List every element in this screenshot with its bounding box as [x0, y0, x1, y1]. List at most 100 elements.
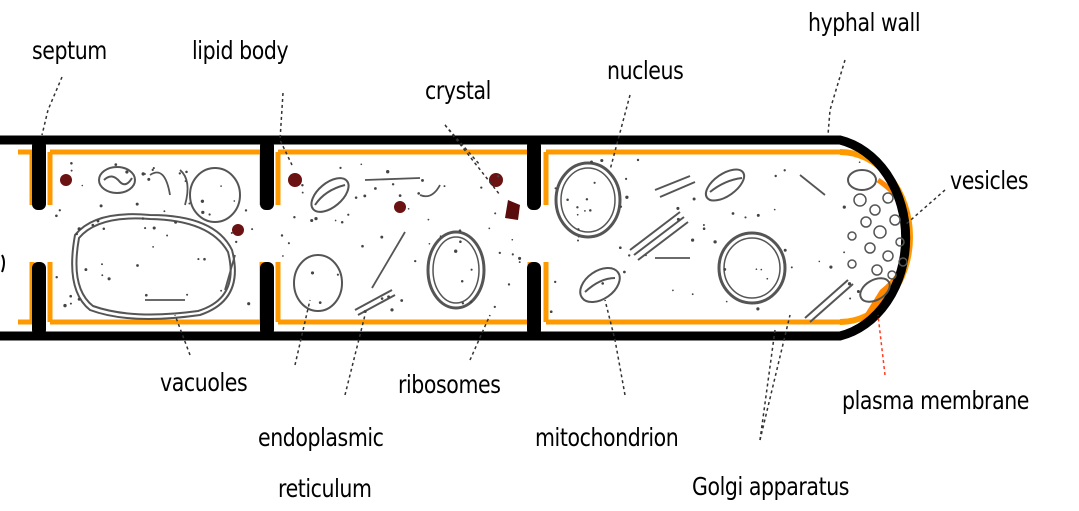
ribosome-dot [784, 249, 787, 252]
ribosome-dot [69, 295, 72, 298]
ribosome-dot [203, 258, 206, 261]
ribosome-dot [201, 211, 204, 214]
ribosome-dot [578, 236, 580, 238]
ribosome-dot [147, 178, 150, 181]
label-mitochondrion: mitochondrion [535, 425, 678, 450]
ribosome-dot [166, 235, 168, 237]
ribosome-dot [245, 209, 247, 211]
ribosome-dot [341, 221, 344, 224]
ribosome-dot [310, 219, 313, 222]
ribosome-dot [508, 283, 510, 285]
label-septum: septum [32, 38, 107, 63]
ribosome-dot [108, 277, 111, 280]
label-lipid-body: lipid body [192, 38, 288, 63]
ribosome-dot [857, 290, 860, 293]
label-reticulum: reticulum [278, 476, 372, 501]
ribosome-dot [197, 258, 199, 260]
ribosome-dot [314, 217, 317, 220]
ribosome-dot [311, 271, 314, 274]
ribosome-dot [480, 186, 482, 188]
ribosome-dot [390, 308, 393, 311]
ribosome-dot [692, 293, 694, 295]
ribosome-dot [760, 269, 762, 271]
ribosome-dot [625, 196, 628, 199]
ribosome-dot [153, 226, 156, 229]
ribosome-dot [55, 276, 57, 278]
leader-hyphal-wall [828, 60, 845, 135]
ribosome-dot [791, 266, 793, 268]
ribosome-dot [101, 263, 103, 265]
label-nucleus: nucleus [607, 58, 683, 83]
ribosome-dot [335, 220, 337, 222]
ribosome-dot [71, 170, 73, 172]
ribosome-dot [142, 217, 145, 220]
ribosome-dot [744, 216, 746, 218]
ribosome-dot [337, 274, 339, 276]
ribosome-dot [355, 196, 358, 199]
ribosome-dot [174, 221, 177, 224]
ribosome-dot [144, 227, 146, 229]
ribosome-dot [208, 213, 210, 215]
ribosome-dot [70, 303, 72, 305]
ribosome-dot [374, 187, 377, 190]
ribosome-dot [301, 184, 303, 186]
ribosome-dot [392, 183, 394, 185]
label-plasma-membrane: plasma membrane [842, 388, 1029, 413]
ribosome-dot [586, 198, 588, 200]
ribosome-dot [859, 161, 861, 163]
ribosome-dot [732, 212, 735, 215]
ribosome-dot [554, 281, 556, 283]
ribosome-dot [723, 268, 726, 271]
ribosome-dot [677, 218, 680, 221]
ribosome-dot [756, 268, 758, 270]
ribosome-dot [188, 203, 190, 205]
ribosome-dot [247, 302, 250, 305]
label-crystal: crystal [425, 78, 491, 103]
ribosome-dot [361, 245, 364, 248]
ribosome-dot [400, 299, 403, 302]
ribosome-dot [125, 170, 128, 173]
ribosome-dot [726, 301, 728, 303]
ribosome-dot [293, 216, 295, 218]
ribosome-dot [497, 175, 499, 177]
ribosome-dot [623, 271, 626, 274]
ribosome-dot [672, 290, 674, 292]
ribosome-dot [577, 214, 579, 216]
label-endoplasmic: endoplasmic [258, 425, 384, 450]
ribosome-dot [387, 295, 390, 298]
ribosome-dot [231, 232, 233, 234]
ribosome-dot [576, 206, 578, 208]
ribosome-dot [676, 207, 679, 210]
leader-septum [42, 77, 62, 135]
ribosome-dot [201, 200, 204, 203]
ribosome-dot [76, 233, 78, 235]
ribosome-dot [691, 239, 694, 242]
ribosome-dot [78, 227, 81, 230]
ribosome-dot [499, 252, 501, 254]
ribosome-dot [136, 203, 139, 206]
ribosome-dot [713, 240, 716, 243]
ribosome-dot [186, 294, 188, 296]
ribosome-dot [282, 255, 284, 257]
ribosome-dot [428, 219, 430, 221]
ribosome-dot [774, 209, 776, 211]
ribosome-dot [471, 269, 473, 271]
ribosome-dot [59, 209, 61, 211]
label-golgi-apparatus: Golgi apparatus [692, 474, 849, 499]
ribosome-dot [459, 240, 462, 243]
ribosome-dot [637, 159, 639, 161]
ribosome-dot [462, 302, 464, 304]
ribosome-dot [360, 163, 362, 165]
ribosome-dot [594, 182, 596, 184]
ribosome-dot [55, 214, 58, 217]
ribosome-dot [843, 251, 845, 253]
ribosome-dot [399, 194, 402, 197]
ribosome-dot [220, 185, 222, 187]
ribosome-dot [555, 187, 557, 189]
ribosome-dot [100, 204, 103, 207]
ribosome-dot [693, 198, 696, 201]
ribosome-dot [766, 278, 768, 280]
ribosome-dot [414, 260, 416, 262]
ribosome-dot [363, 194, 366, 197]
